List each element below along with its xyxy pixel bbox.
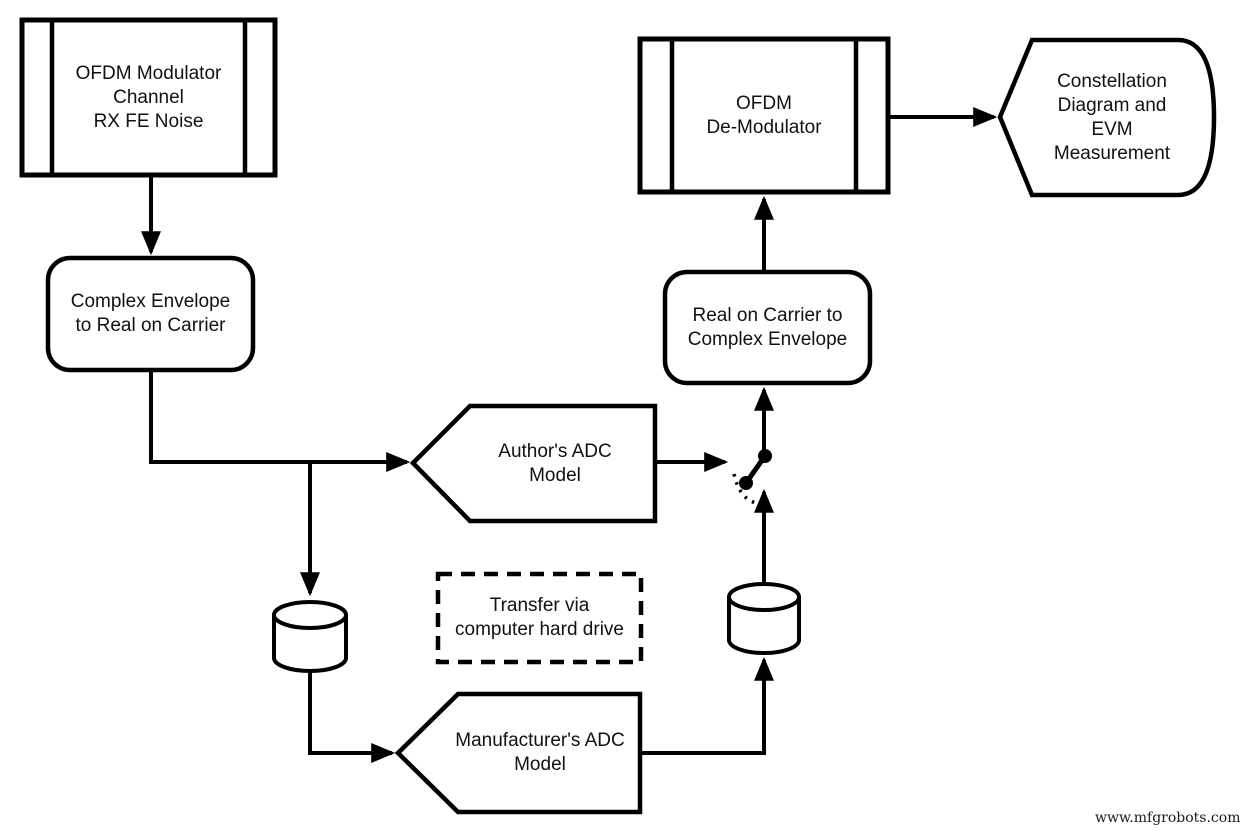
- edge-manufacturer-to-storage-right-arrow: [640, 656, 774, 755]
- manufacturers-adc-shape: [394, 691, 643, 815]
- storage-right-cylinder-icon: [727, 582, 801, 655]
- switch-contact-dot: [739, 476, 753, 490]
- switch-travel-arc: [732, 473, 758, 505]
- storage-left-cylinder-icon: [272, 600, 348, 673]
- selector-switch-icon: [732, 449, 772, 505]
- switch-pole-dot: [758, 449, 772, 463]
- authors-adc-shape: [409, 403, 658, 524]
- real-to-complex-shape: [662, 269, 873, 386]
- ofdm-modulator-shape: [19, 17, 278, 178]
- edge-complex-to-author-arrow: [149, 370, 411, 472]
- complex-to-real-shape: [45, 255, 256, 373]
- constellation-shape: [997, 37, 1217, 198]
- watermark-text: www.mfgrobots.com: [1095, 810, 1240, 826]
- transfer-note-shape: [435, 571, 644, 665]
- edge-storage-left-to-manufacturer-arrow: [308, 673, 396, 763]
- ofdm-demodulator-shape: [637, 36, 891, 195]
